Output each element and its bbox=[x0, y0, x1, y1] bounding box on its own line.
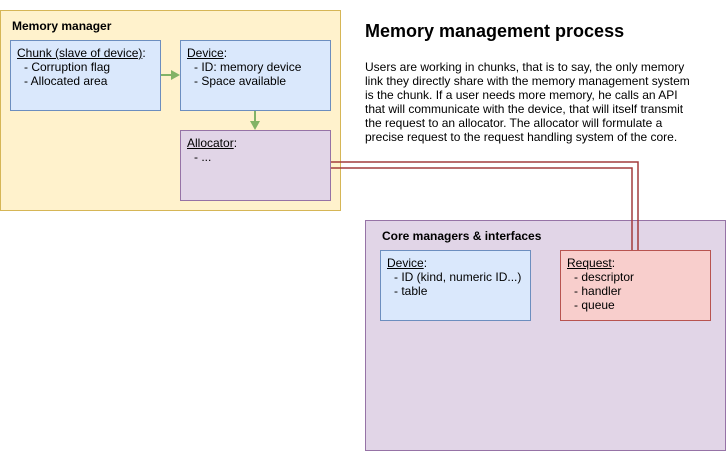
chunk-field: Corruption flag bbox=[17, 60, 154, 74]
core-device-box[interactable]: Device: ID (kind, numeric ID...) table bbox=[380, 250, 531, 321]
mm-device-title: Device bbox=[187, 46, 224, 60]
memory-manager-title: Memory manager bbox=[12, 19, 112, 33]
allocator-field: ... bbox=[187, 150, 324, 164]
request-field: queue bbox=[567, 298, 704, 312]
mm-device-field: Space available bbox=[187, 74, 324, 88]
core-device-field: table bbox=[387, 284, 524, 298]
allocator-box[interactable]: Allocator: ... bbox=[180, 130, 331, 201]
chunk-field: Allocated area bbox=[17, 74, 154, 88]
request-box[interactable]: Request: descriptor handler queue bbox=[560, 250, 711, 321]
request-field: descriptor bbox=[567, 270, 704, 284]
allocator-title: Allocator bbox=[187, 136, 234, 150]
mm-device-field: ID: memory device bbox=[187, 60, 324, 74]
chunk-title: Chunk (slave of device) bbox=[17, 46, 143, 60]
description-text: Users are working in chunks, that is to … bbox=[365, 60, 690, 144]
request-title: Request bbox=[567, 256, 612, 270]
mm-device-box[interactable]: Device: ID: memory device Space availabl… bbox=[180, 40, 331, 111]
core-device-field: ID (kind, numeric ID...) bbox=[387, 270, 524, 284]
request-field: handler bbox=[567, 284, 704, 298]
core-device-title: Device bbox=[387, 256, 424, 270]
core-managers-title: Core managers & interfaces bbox=[382, 229, 542, 243]
chunk-box[interactable]: Chunk (slave of device): Corruption flag… bbox=[10, 40, 161, 111]
description-heading: Memory management process bbox=[365, 21, 625, 41]
